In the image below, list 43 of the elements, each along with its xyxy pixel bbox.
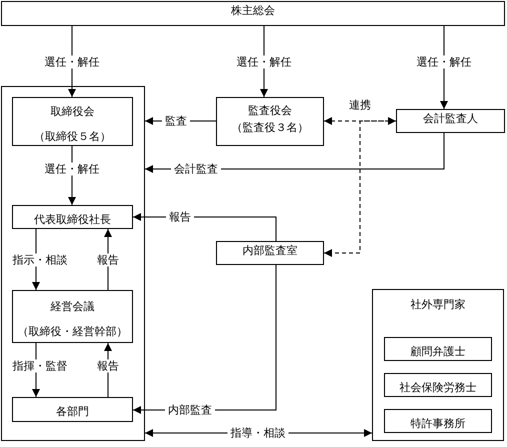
org-box xyxy=(384,373,492,397)
box-label: （監査役３名） xyxy=(232,120,308,134)
box-label: 各部門 xyxy=(56,404,89,419)
edge-label: 連携 xyxy=(346,98,374,112)
edge-label: 選任・解任 xyxy=(42,162,102,176)
org-box xyxy=(12,290,133,343)
org-box xyxy=(384,337,492,361)
arrow xyxy=(324,117,396,125)
box-label: （取締役５名） xyxy=(34,128,111,144)
edge-label: 選任・解任 xyxy=(414,56,474,68)
box-label: （取締役・経営幹部） xyxy=(18,324,128,338)
box-label: 社会保険労務士 xyxy=(400,380,476,394)
arrow xyxy=(324,120,396,257)
edge-label: 報告 xyxy=(166,210,194,224)
box-label: 株主総会 xyxy=(231,3,275,18)
box-label: 内部監査室 xyxy=(242,242,298,258)
edge-label: 報告 xyxy=(94,360,122,372)
group-box xyxy=(1,86,145,441)
org-box xyxy=(216,97,324,146)
org-box xyxy=(12,397,133,422)
edge-label: 選任・解任 xyxy=(42,56,102,68)
box-label: 経営会議 xyxy=(50,298,94,314)
box-label: 取締役会 xyxy=(50,104,94,118)
edge-label: 内部監査 xyxy=(165,404,215,416)
edge-label: 選任・解任 xyxy=(234,56,294,68)
edge-label: 指示・相談 xyxy=(10,254,70,266)
edge-label: 報告 xyxy=(94,254,122,266)
box-label: 顧問弁護士 xyxy=(410,344,466,358)
edge-label: 指導・相談 xyxy=(228,426,288,440)
org-box xyxy=(12,97,133,146)
box-label: 代表取締役社長 xyxy=(34,212,111,226)
box-label: 監査役会 xyxy=(248,102,292,118)
org-box xyxy=(396,109,505,133)
box-label: 社外専門家 xyxy=(410,297,466,312)
org-box xyxy=(216,241,324,265)
edge-label: 会計監査 xyxy=(171,162,221,176)
org-box xyxy=(12,205,133,229)
org-box xyxy=(1,1,505,26)
org-box xyxy=(384,409,492,433)
box-label: 特許事務所 xyxy=(410,416,466,430)
group-box xyxy=(372,289,504,441)
edge-label: 監査 xyxy=(162,114,190,128)
box-label: 会計監査人 xyxy=(423,110,478,126)
